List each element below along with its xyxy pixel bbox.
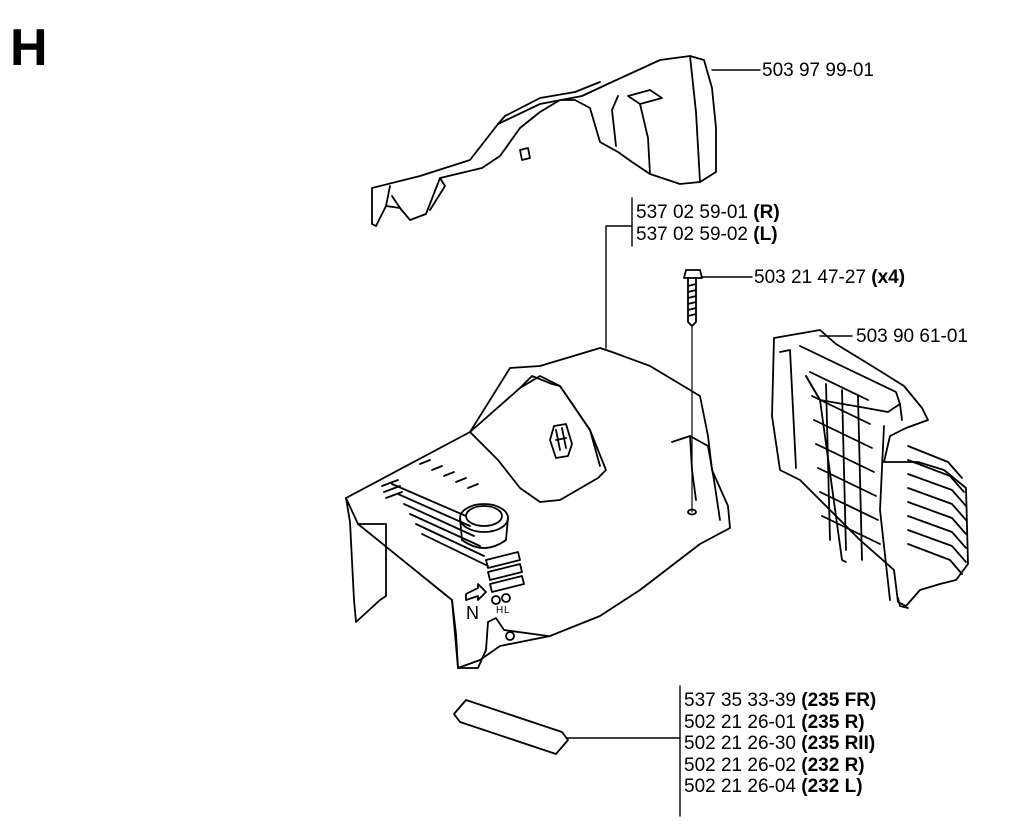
part-number: 502 21 26-30 — [684, 733, 796, 754]
leader-lines — [565, 69, 853, 817]
part-note: (235 RII) — [801, 733, 876, 754]
part-number: 502 21 26-04 — [684, 776, 796, 797]
part-note: (232 R) — [801, 754, 865, 776]
part-number: 537 02 59-01 — [636, 202, 748, 223]
part-number: 503 21 47-27 — [754, 267, 866, 288]
callout-decal-list: 537 35 33-39 (235 FR) 502 21 26-01 (235 … — [684, 690, 876, 798]
part-number: 503 90 61-01 — [856, 326, 968, 347]
part-number: 503 97 99-01 — [762, 60, 874, 81]
callout-screw: 503 21 47-27 (x4) — [754, 267, 905, 289]
cover-marking-n: N — [466, 603, 479, 623]
part-number: 537 35 33-39 — [684, 690, 796, 711]
part-note: (R) — [753, 202, 780, 223]
part-note: (x4) — [871, 267, 906, 288]
air-grille-drawing — [771, 329, 969, 609]
part-note: (235 FR) — [801, 690, 877, 711]
part-note: (L) — [753, 223, 778, 245]
callout-row: 502 21 26-04 (232 L) — [684, 776, 876, 798]
top-cover-drawing — [371, 55, 717, 227]
part-number: 537 02 59-02 — [636, 223, 748, 245]
decal-drawing — [453, 699, 569, 755]
cylinder-cover-drawing — [345, 347, 731, 669]
callout-row: 537 02 59-02 (L) — [636, 224, 780, 246]
part-note: (235 R) — [801, 711, 865, 733]
callout-top-cover: 503 97 99-01 — [762, 60, 874, 82]
callout-row: 502 21 26-01 (235 R) — [684, 712, 876, 734]
cover-marking-l: L — [504, 605, 510, 616]
callout-row: 502 21 26-02 (232 R) — [684, 755, 876, 777]
screw-drawing — [683, 269, 703, 513]
part-number: 502 21 26-02 — [684, 754, 796, 776]
cover-marking-h: H — [496, 605, 504, 616]
section-letter: H — [10, 19, 48, 77]
callout-row: 537 02 59-01 (R) — [636, 202, 780, 224]
part-note: (232 L) — [801, 776, 863, 797]
part-number: 502 21 26-01 — [684, 711, 796, 733]
callout-side-pair: 537 02 59-01 (R) 537 02 59-02 (L) — [636, 202, 780, 245]
callout-grille: 503 90 61-01 — [856, 326, 968, 348]
callout-row: 537 35 33-39 (235 FR) — [684, 690, 876, 712]
callout-row: 502 21 26-30 (235 RII) — [684, 733, 876, 755]
